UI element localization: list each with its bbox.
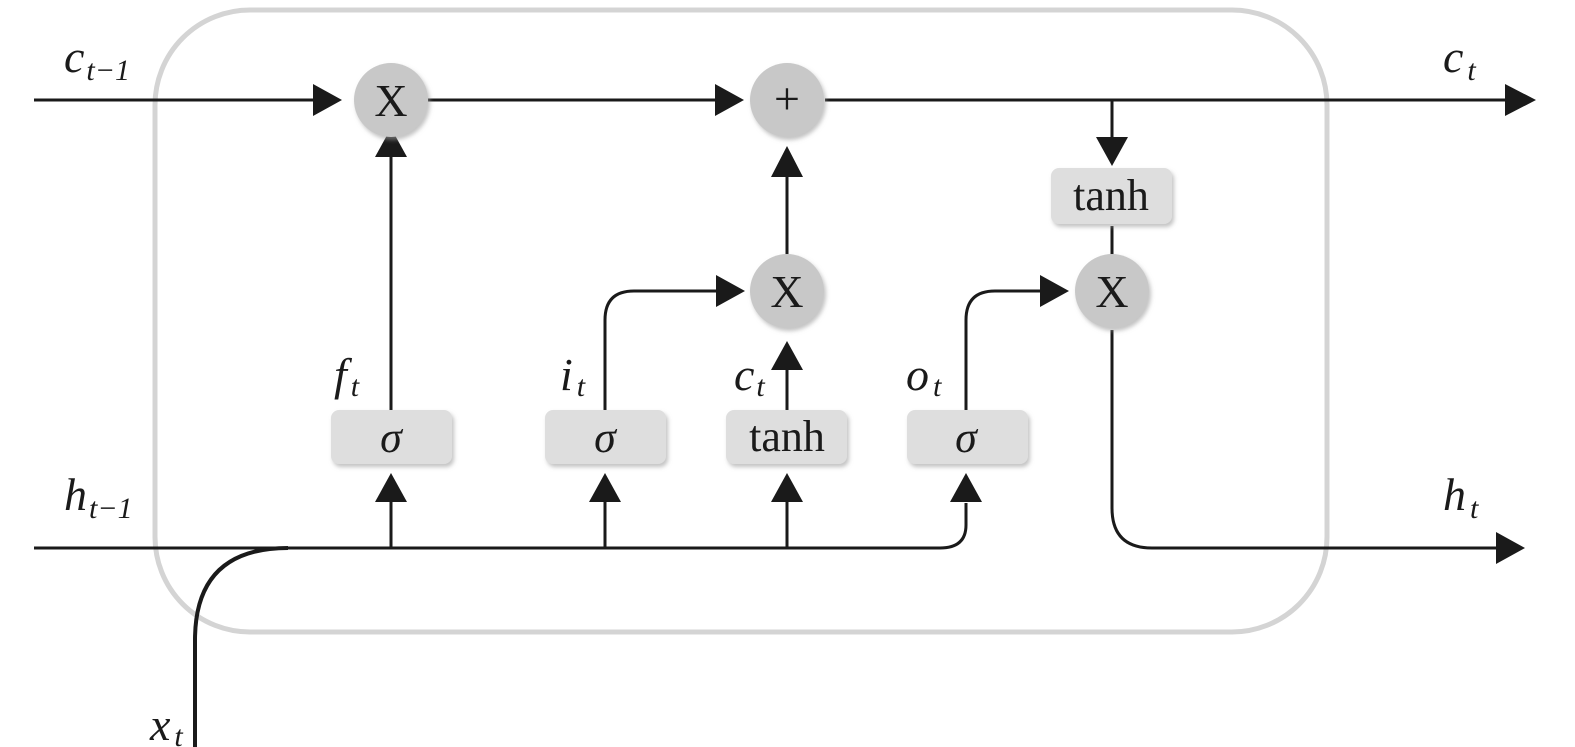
cell-activation-label: tanh	[1073, 171, 1149, 220]
arrow-into-forget-gate	[375, 473, 407, 502]
wire-x-input	[193, 546, 289, 747]
output-multiply-node: X	[1075, 254, 1149, 328]
output-gate-box: σ	[907, 410, 1028, 464]
arrow-into-output-gate	[950, 473, 982, 502]
arrow-cell-out	[1505, 84, 1536, 116]
input-gate-box: σ	[545, 410, 666, 464]
arrow-into-forget-mult-up	[375, 128, 407, 157]
candidate-gate-box: tanh	[726, 410, 847, 464]
wire-hidden-bus	[288, 503, 968, 550]
arrow-into-forget-mult	[313, 84, 342, 116]
input-multiply-node: X	[750, 254, 824, 328]
label-hidden-prev: ht−1	[64, 469, 133, 525]
input-multiply-label: X	[770, 266, 803, 317]
arrow-into-input-mult-up	[771, 341, 803, 370]
candidate-gate-label: tanh	[749, 412, 825, 461]
arrow-into-input-mult	[716, 275, 745, 307]
wire-hidden-out	[1110, 330, 1497, 550]
output-multiply-label: X	[1095, 266, 1128, 317]
cell-boundary	[152, 7, 1330, 635]
input-gate-label: σ	[594, 413, 618, 462]
forget-gate-label: σ	[380, 413, 404, 462]
arrow-into-candidate-gate	[771, 473, 803, 502]
arrow-into-add	[715, 84, 744, 116]
wire-output-to-mult	[964, 289, 1041, 410]
wire-input-to-mult	[603, 289, 717, 410]
forget-multiply-label: X	[374, 75, 407, 126]
cell-add-node: +	[750, 63, 824, 137]
label-cell-prev: ct−1	[64, 31, 130, 87]
forget-gate-box: σ	[331, 410, 452, 464]
cell-activation-box: tanh	[1051, 168, 1172, 224]
arrow-hidden-out	[1496, 532, 1525, 564]
arrow-into-output-mult	[1040, 275, 1069, 307]
arrow-into-cell-tanh	[1096, 137, 1128, 166]
arrow-into-add-up	[771, 146, 803, 177]
forget-multiply-node: X	[354, 63, 428, 137]
label-candidate-var: ct	[734, 349, 765, 403]
arrow-into-input-gate	[589, 473, 621, 502]
output-gate-label: σ	[955, 413, 979, 462]
cell-add-label: +	[774, 73, 800, 124]
